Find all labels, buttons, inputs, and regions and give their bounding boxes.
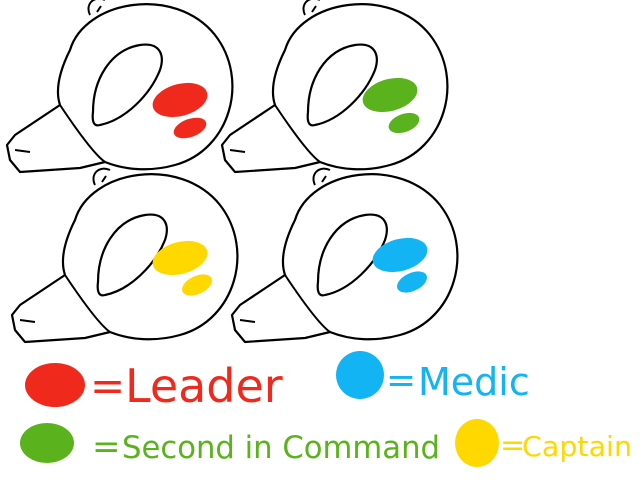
legend-medic-symbol: = <box>386 360 416 401</box>
medic-dot-icon <box>336 351 384 399</box>
legend-leader-label: Leader <box>125 359 283 413</box>
legend-captain-label: Captain <box>522 430 632 463</box>
legend-leader-symbol: = <box>90 361 125 410</box>
legend-second-label: Second in Command <box>122 430 440 466</box>
legend-captain: = Captain <box>455 419 632 467</box>
legend-second: = Second in Command <box>20 423 440 467</box>
legend-medic-label: Medic <box>418 360 530 404</box>
helmet-second-icon <box>10 167 239 344</box>
helmet-leader-icon <box>5 0 234 174</box>
legend-leader: = Leader <box>25 359 283 413</box>
second-dot-icon <box>20 423 74 463</box>
captain-dot-icon <box>455 419 499 467</box>
helmet-medic-icon <box>220 0 449 174</box>
helmet-captain-icon <box>230 167 459 344</box>
legend-second-symbol: = <box>92 427 121 467</box>
legend-captain-symbol: = <box>500 428 525 463</box>
leader-dot-icon <box>25 363 85 407</box>
legend-medic: = Medic <box>336 351 530 404</box>
